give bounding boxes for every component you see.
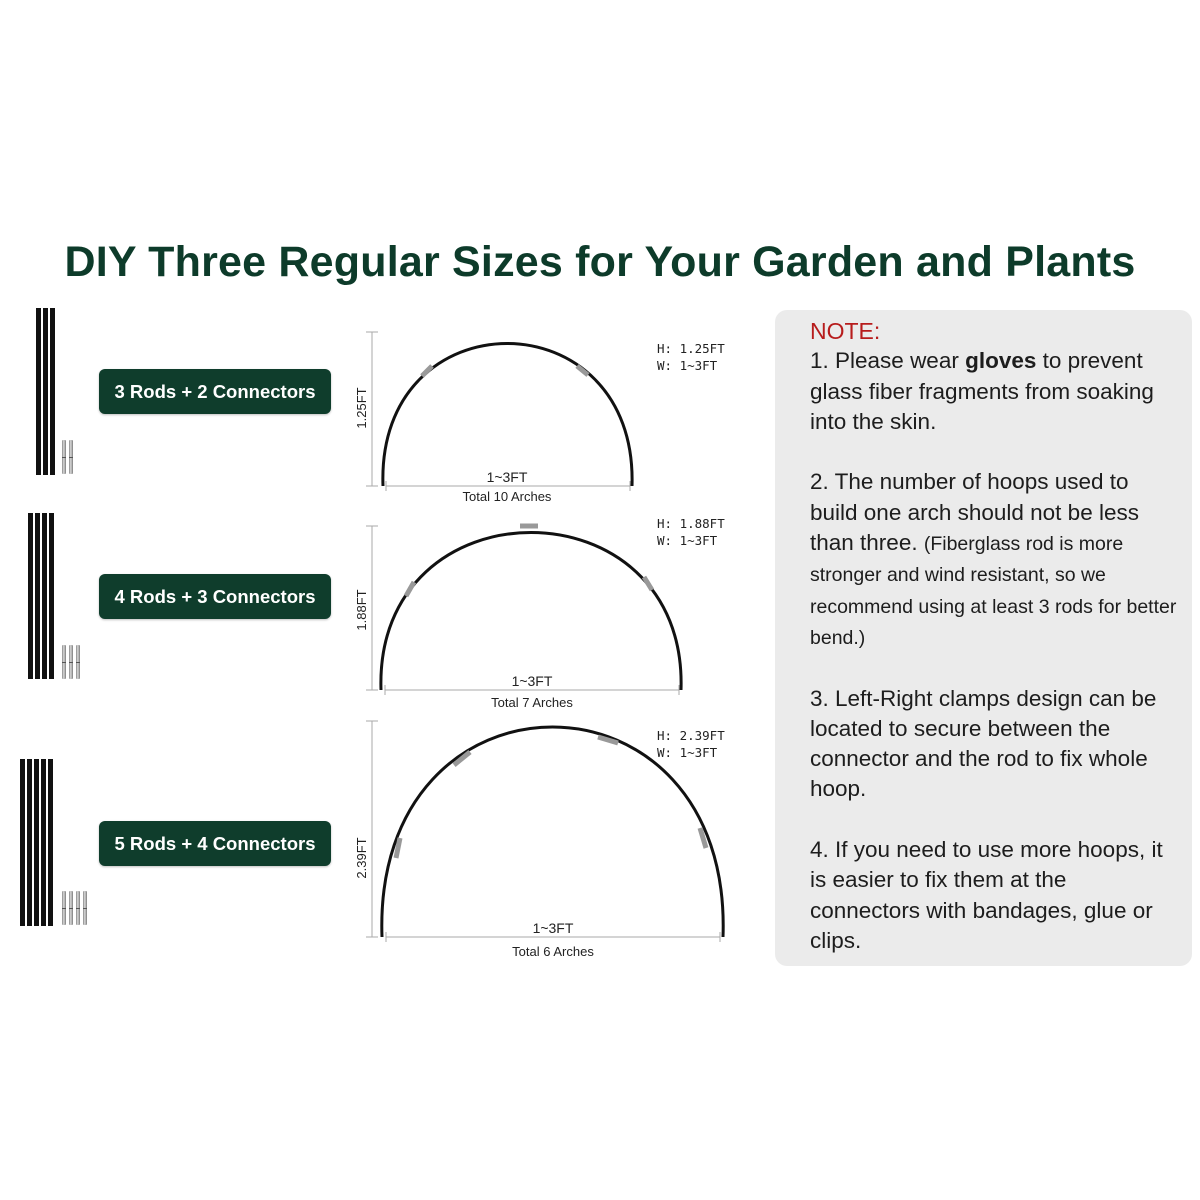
note-item-3: 3. Left-Right clamps design can be locat… [810, 685, 1157, 802]
connector-mark [575, 364, 590, 377]
rod [27, 759, 32, 926]
connector [62, 440, 66, 474]
rod [20, 759, 25, 926]
connector [76, 891, 80, 925]
arch-hoop [381, 342, 634, 487]
width-label: 1~3FT [512, 673, 553, 689]
width-label: 1~3FT [533, 920, 574, 936]
spec-width: W: 1~3FT [657, 745, 718, 760]
note-panel: NOTE: 1. Please wear gloves to prevent g… [775, 310, 1192, 966]
connector [69, 645, 73, 679]
note-item-4: 4. If you need to use more hoops, it is … [810, 837, 1163, 953]
rod [42, 513, 47, 679]
connector-mark [420, 364, 434, 378]
connector-mark [452, 750, 472, 767]
spec-height: H: 2.39FT [657, 728, 725, 743]
note-item-2: 2. The number of hoops used to build one… [810, 467, 1180, 653]
spec-height: H: 1.25FT [657, 341, 725, 356]
height-label: 1.25FT [354, 387, 369, 428]
note-emphasis: gloves [965, 348, 1037, 374]
connector [62, 645, 66, 679]
kit-label-5-rods: 5 Rods + 4 Connectors [99, 821, 331, 866]
note-text: 2. The number of hoops used to build one… [810, 469, 1139, 556]
rod [50, 308, 55, 475]
height-label: 2.39FT [354, 837, 369, 878]
connector [76, 645, 80, 679]
arch-hoop [380, 725, 725, 938]
connector-mark [641, 575, 655, 592]
arch-hoop [379, 531, 683, 691]
total-arches-label: Total 7 Arches [491, 695, 573, 710]
kit-label-4-rods: 4 Rods + 3 Connectors [99, 574, 331, 619]
connector [62, 891, 66, 925]
arch-2: 1.88FT 1~3FT Total 7 Arches [354, 523, 683, 710]
spec-kit-5: H: 2.39FT W: 1~3FT [657, 727, 725, 761]
rod [49, 513, 54, 679]
arch-3: 2.39FT 1~3FT Total 6 Arches [354, 720, 725, 959]
rod [41, 759, 46, 926]
width-label: 1~3FT [487, 469, 528, 485]
spec-width: W: 1~3FT [657, 358, 718, 373]
arch-1: 1.25FT 1~3FT Total 10 Arches [354, 331, 634, 504]
note-content: NOTE: 1. Please wear gloves to prevent g… [810, 316, 1180, 956]
connector-mark [403, 580, 417, 598]
spec-kit-3: H: 1.25FT W: 1~3FT [657, 340, 725, 374]
note-text: to prevent glass fiber fragments from so… [810, 348, 1154, 434]
total-arches-label: Total 6 Arches [512, 944, 594, 959]
note-text: 1. Please wear [810, 348, 966, 374]
rod [36, 308, 41, 475]
note-title: NOTE: [810, 318, 881, 344]
connector [69, 891, 73, 925]
note-subtext: (Fiberglass rod is more stronger and win… [810, 533, 1177, 649]
spec-kit-4: H: 1.88FT W: 1~3FT [657, 515, 725, 549]
total-arches-label: Total 10 Arches [463, 489, 552, 504]
rod [48, 759, 53, 926]
spec-width: W: 1~3FT [657, 533, 718, 548]
kit-label-3-rods: 3 Rods + 2 Connectors [99, 369, 331, 414]
rod [34, 759, 39, 926]
connector-mark [697, 827, 709, 849]
rod [35, 513, 40, 679]
connector [83, 891, 87, 925]
height-label: 1.88FT [354, 589, 369, 630]
rod [43, 308, 48, 475]
spec-height: H: 1.88FT [657, 516, 725, 531]
page-title: DIY Three Regular Sizes for Your Garden … [64, 238, 1136, 286]
connector [69, 440, 73, 474]
connector-mark [393, 837, 403, 859]
note-item-1: 1. Please wear gloves to prevent glass f… [810, 346, 1180, 437]
connector-mark [597, 734, 619, 746]
rod [28, 513, 33, 679]
